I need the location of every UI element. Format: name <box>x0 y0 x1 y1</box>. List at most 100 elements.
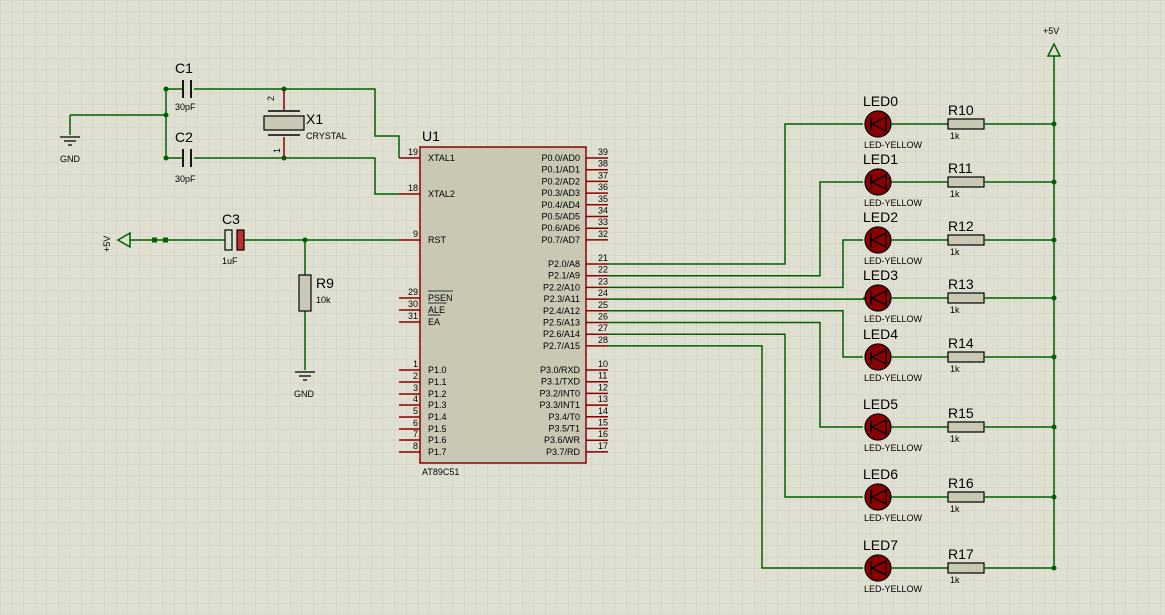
u1-pin-number: 5 <box>413 406 418 416</box>
resistor-0[interactable] <box>947 118 985 130</box>
resistor-value: 1k <box>950 434 960 444</box>
led-ref: LED4 <box>863 326 898 342</box>
u1-pin-number: 22 <box>598 265 608 275</box>
resistor-1[interactable] <box>947 176 985 188</box>
u1-pin-name: P3.6/WR <box>544 435 581 445</box>
u1-pin-number: 36 <box>598 182 608 192</box>
led-ref: LED6 <box>863 466 898 482</box>
u1-pin-name: RST <box>428 235 447 245</box>
u1-pin-name: P1.6 <box>428 435 447 445</box>
u1-pin-name: XTAL1 <box>428 153 455 163</box>
resistor-6[interactable] <box>947 491 985 503</box>
u1-pin-number: 15 <box>598 418 608 428</box>
led-2[interactable] <box>864 226 892 254</box>
resistor-3[interactable] <box>947 292 985 304</box>
led-ref: LED7 <box>863 537 898 553</box>
led-wire <box>608 123 863 265</box>
u1-pin-name: P2.2/A10 <box>543 282 580 292</box>
led-type: LED-YELLOW <box>864 256 923 266</box>
led-bank: LED0LED-YELLOWR101kLED1LED-YELLOWR111kLE… <box>608 93 1057 594</box>
r9-ref: R9 <box>316 275 334 291</box>
u1-part: AT89C51 <box>422 467 459 477</box>
oscillator-circuit: GND C1 30pF C2 30pF 2 1 X1 CRYSTAL <box>60 60 400 195</box>
u1-pin-number: 8 <box>413 441 418 451</box>
resistor-7[interactable] <box>947 562 985 574</box>
resistor-ref: R11 <box>948 160 973 176</box>
u1-pin-number: 21 <box>598 253 608 263</box>
u1-pin-number: 31 <box>408 311 418 321</box>
c1-value: 30pF <box>175 102 196 112</box>
led-4[interactable] <box>864 343 892 371</box>
led-1[interactable] <box>864 168 892 196</box>
c3-value: 1uF <box>222 256 238 266</box>
u1-pin-number: 3 <box>413 383 418 393</box>
u1-pin-number: 12 <box>598 382 608 392</box>
u1-pin-number: 30 <box>408 299 418 309</box>
u1-pin-number: 35 <box>598 194 608 204</box>
u1-ref: U1 <box>422 128 440 144</box>
u1-pin-name: P2.5/A13 <box>543 318 580 328</box>
reset-circuit: +5V C3 1uF R9 10k GND <box>102 211 399 399</box>
gnd-label-left: GND <box>60 154 81 164</box>
resistor-value: 1k <box>950 131 960 141</box>
led-0[interactable] <box>864 110 892 138</box>
led-type: LED-YELLOW <box>864 140 923 150</box>
u1-pin-name: P2.4/A12 <box>543 306 580 316</box>
u1-pin-name: PSEN <box>428 293 453 303</box>
r9-value: 10k <box>316 295 331 305</box>
led-wire <box>608 181 863 277</box>
u1-pin-name: P2.3/A11 <box>544 294 580 304</box>
led-wire <box>608 321 863 428</box>
u1-pin-name: XTAL2 <box>428 189 455 199</box>
u1-pin-number: 7 <box>413 429 418 439</box>
u1-pin-name: P0.7/AD7 <box>541 235 580 245</box>
x1-pin2: 2 <box>266 96 276 101</box>
u1-pin-name: P3.2/INT0 <box>539 388 580 398</box>
u1-pin-number: 18 <box>408 183 418 193</box>
u1-body[interactable] <box>419 146 587 464</box>
resistor-5[interactable] <box>947 421 985 433</box>
x1-ref: X1 <box>306 111 323 127</box>
u1-pin-name: P1.3 <box>428 400 447 410</box>
u1-pin-name: P1.0 <box>428 365 447 375</box>
resistor-value: 1k <box>950 247 960 257</box>
x1-value: CRYSTAL <box>306 131 347 141</box>
u1-pin-number: 33 <box>598 217 608 227</box>
vcc-label-rail: +5V <box>1043 26 1059 36</box>
u1-pin-name: P3.1/TXD <box>541 377 581 387</box>
c1-ref: C1 <box>175 60 193 76</box>
u1-pin-number: 17 <box>598 441 608 451</box>
led-wire <box>608 345 863 569</box>
resistor-ref: R10 <box>948 102 974 118</box>
resistor-4[interactable] <box>947 351 985 363</box>
u1-pin-number: 23 <box>598 276 608 286</box>
u1-pin-number: 10 <box>598 359 608 369</box>
c2-ref: C2 <box>175 129 193 145</box>
led-ref: LED1 <box>863 151 898 167</box>
resistor-ref: R14 <box>948 335 974 351</box>
u1-pins: 19XTAL118XTAL29RST29PSEN30ALE31EA1P1.02P… <box>399 147 608 457</box>
u1-pin-number: 14 <box>598 406 608 416</box>
led-ref: LED3 <box>863 267 898 283</box>
resistor-2[interactable] <box>947 234 985 246</box>
u1-pin-name: P3.3/INT1 <box>539 400 580 410</box>
resistor-ref: R16 <box>948 475 974 491</box>
u1-pin-number: 37 <box>598 170 608 180</box>
led-6[interactable] <box>864 483 892 511</box>
u1-pin-name: P2.6/A14 <box>543 329 580 339</box>
u1-microcontroller[interactable]: U1 AT89C51 <box>419 128 587 477</box>
u1-pin-name: P1.7 <box>428 447 447 457</box>
led-7[interactable] <box>864 554 892 582</box>
led-3[interactable] <box>864 284 892 312</box>
led-5[interactable] <box>864 413 892 441</box>
u1-pin-name: P0.1/AD1 <box>541 165 580 175</box>
u1-pin-number: 39 <box>598 147 608 157</box>
led-wire <box>608 239 863 289</box>
resistor-value: 1k <box>950 364 960 374</box>
u1-pin-name: P0.3/AD3 <box>541 188 580 198</box>
u1-pin-name: EA <box>428 317 440 327</box>
u1-pin-number: 32 <box>598 229 608 239</box>
u1-pin-name: ALE <box>428 305 445 315</box>
u1-pin-name: P0.6/AD6 <box>541 223 580 233</box>
